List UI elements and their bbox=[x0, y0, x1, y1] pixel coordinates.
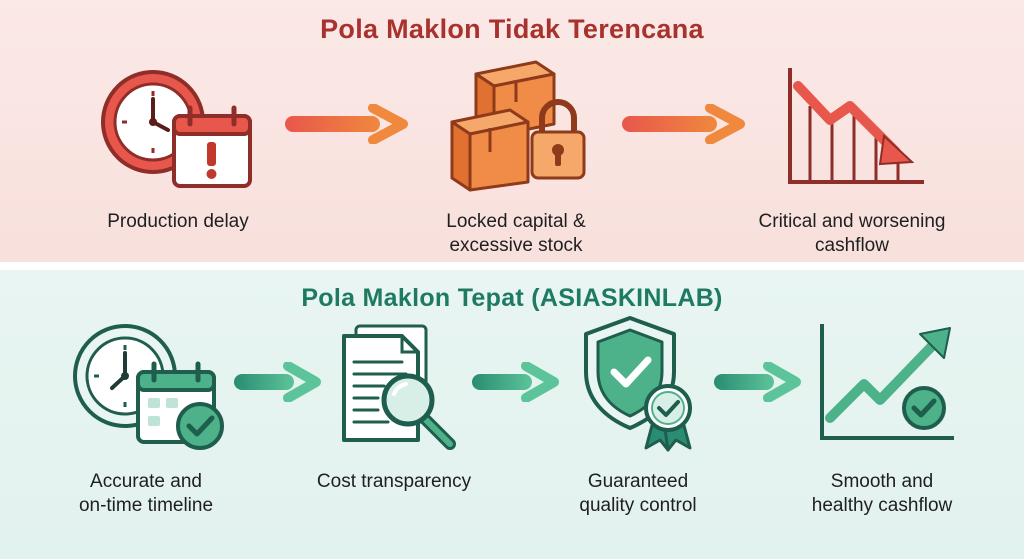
flow-arrow-3 bbox=[234, 362, 321, 402]
step-label-accurate-timeline: Accurate and on-time timeline bbox=[78, 471, 214, 516]
declining-chart-icon bbox=[788, 68, 924, 184]
growth-chart-icon bbox=[820, 324, 954, 440]
clock-calendar-check-icon bbox=[73, 324, 224, 450]
proper-pattern-panel: Pola Maklon Tepat (ASIASKINLAB) bbox=[0, 270, 1024, 559]
locked-boxes-icon bbox=[450, 60, 586, 192]
step-label-quality-control: Guaranteed quality control bbox=[579, 471, 697, 516]
clock-calendar-alert-icon bbox=[101, 70, 252, 188]
flow-arrow-5 bbox=[714, 362, 801, 402]
unplanned-pattern-title: Pola Maklon Tidak Terencana bbox=[320, 14, 704, 44]
step-label-worsening-cashflow: Critical and worsening cashflow bbox=[758, 211, 946, 256]
flow-arrow-1 bbox=[285, 104, 408, 144]
flow-arrow-2 bbox=[622, 104, 745, 144]
unplanned-pattern-panel: Pola Maklon Tidak Terencana bbox=[0, 0, 1024, 262]
proper-pattern-title: Pola Maklon Tepat (ASIASKINLAB) bbox=[301, 284, 723, 312]
step-label-cost-transparency: Cost transparency bbox=[316, 471, 472, 492]
step-label-healthy-cashflow: Smooth and healthy cashflow bbox=[811, 471, 953, 516]
step-label-locked-capital: Locked capital & excessive stock bbox=[446, 211, 586, 256]
document-magnifier-icon bbox=[342, 324, 456, 450]
step-label-production-delay: Production delay bbox=[107, 211, 249, 232]
shield-badge-icon bbox=[584, 316, 692, 452]
flow-arrow-4 bbox=[472, 362, 559, 402]
